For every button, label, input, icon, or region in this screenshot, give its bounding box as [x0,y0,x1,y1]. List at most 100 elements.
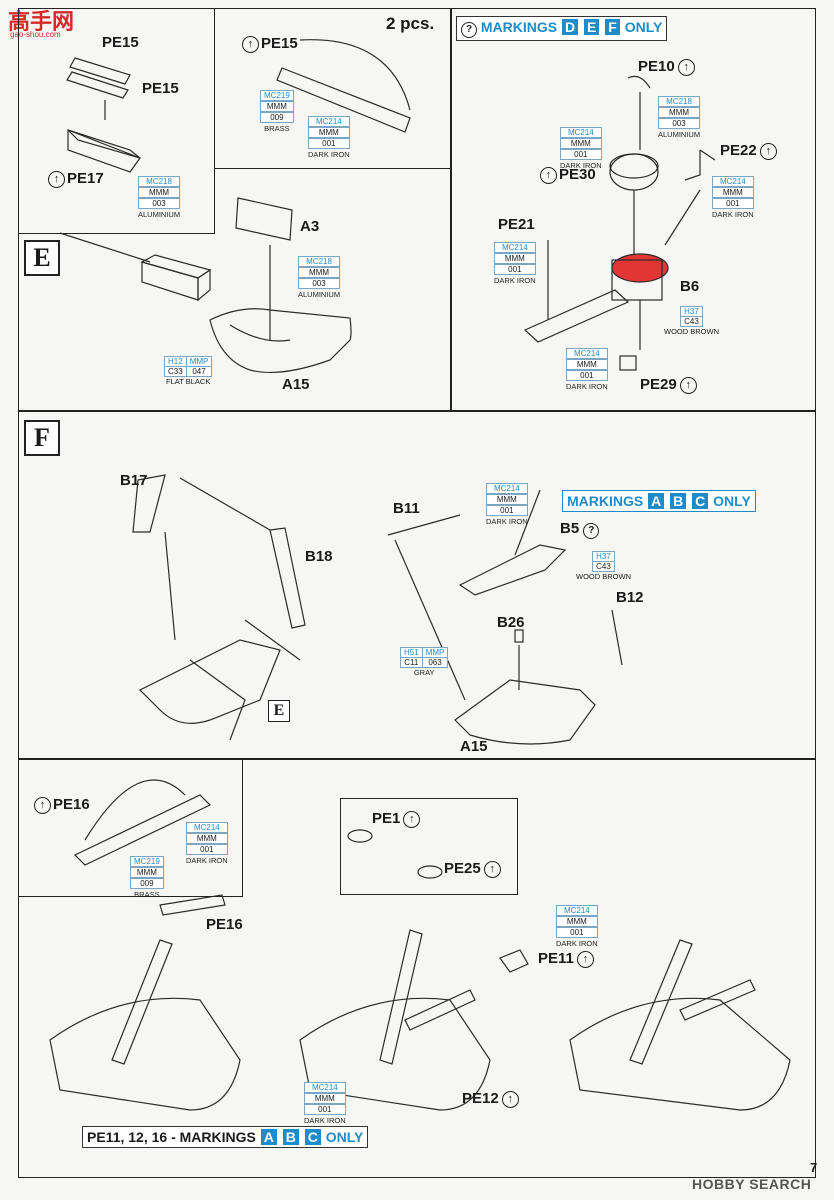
watermark-url: gao-shou.com [10,30,61,39]
fold-arrow-icon: ↑ [48,171,65,188]
marking-chip-f: F [605,19,620,35]
paint-mc214-pe22: MC214 MMM 001 DARK IRON [712,176,754,219]
label-pe17: ↑PE17 [48,170,104,188]
pe11-part [499,949,529,973]
markings-abc-bottom-badge: PE11, 12, 16 - MARKINGS A B C ONLY [82,1126,369,1148]
label-b11: B11 [393,500,420,517]
pe15-inset [18,8,215,234]
a3-part [235,197,293,241]
marking-chip-c: C [304,1129,321,1145]
e-block [140,254,212,302]
paint-mc214-pe16: MC214 MMM 001 DARK IRON [186,822,228,865]
b6-gun [523,253,669,350]
fold-arrow-icon: ↑ [501,1091,519,1108]
pe15-inset-2 [214,8,450,169]
pe15-strip-large [276,39,411,133]
hobby-search-brand: HOBBY SEARCH [692,1176,812,1192]
label-pe15-a: PE15 [102,34,139,51]
label-pe30: ↑PE30 [540,166,596,184]
label-pe16-b: PE16 [206,916,243,933]
paint-mc218-pe10: MC218 MMM 003 ALUMINIUM [658,96,701,139]
paint-mc219-pe16: MC219 MMM 009 BRASS [130,856,164,899]
question-icon: ? [461,22,477,38]
paint-mc214-pe21: MC214 MMM 001 DARK IRON [494,242,536,285]
step-f-box: F [24,420,60,456]
paint-mc219-brass-top: MC219 MMM 009 BRASS [260,90,294,133]
fold-arrow-icon: ↑ [576,951,594,968]
label-pe10: PE10↑ [638,58,695,76]
label-pe25: PE25↑ [444,860,501,878]
label-b5: B5 ? [560,520,600,539]
label-b6: B6 [680,278,700,295]
question-icon: ? [583,523,600,539]
label-a3: A3 [300,218,320,235]
label-pe21: PE21 [498,216,535,233]
label-pe29: PE29↑ [640,376,697,394]
markings-def-lead: MARKINGS [480,19,558,35]
fold-arrow-icon: ↑ [483,861,501,878]
label-pe15-c: ↑PE15 [242,35,298,53]
paint-mc214-pe12: MC214 MMM 001 DARK IRON [304,1082,346,1125]
fold-arrow-icon: ↑ [540,167,557,184]
b17-part [132,474,166,533]
paint-mc218-pe17: MC218 MMM 003 ALUMINIUM [138,176,181,219]
panel-divider-mid [18,410,816,412]
label-b12: B12 [616,589,644,606]
label-b18: B18 [305,548,333,565]
fold-arrow-icon: ↑ [403,811,421,828]
bottom-view-left [49,939,241,1111]
label-b17: B17 [120,472,148,489]
b12-part [611,609,623,666]
b26-part [514,629,524,643]
label-a15-mid: A15 [460,738,488,755]
marking-chip-c: C [692,493,709,509]
fold-arrow-icon: ↑ [34,797,51,814]
b11-part [387,514,461,536]
qty-note: 2 pcs. [386,14,435,33]
paint-mc214-pe30: MC214 MMM 001 DARK IRON [560,127,602,170]
marking-chip-b: B [282,1129,299,1145]
b5-part [458,544,567,596]
label-pe1: PE1↑ [372,810,421,828]
paint-mc214-b11: MC214 MMM 001 DARK IRON [486,483,528,526]
pe15-strip-top [66,57,131,99]
watermark-logo: 高手网 [8,9,75,34]
step-e-box: E [24,240,60,276]
a15-mid-part [454,679,596,745]
fold-arrow-icon: ↑ [677,59,695,76]
markings-def-tail: ONLY [624,19,663,35]
label-pe12: PE12↑ [462,1090,519,1108]
page-border [18,8,816,1178]
pe16-inset [18,758,243,897]
marking-chip-e: E [584,19,600,35]
f-left-assembly [138,639,281,741]
pe22-bracket [684,149,716,181]
e-reference-box: E [268,700,290,722]
paint-mc214-b6: MC214 MMM 001 DARK IRON [566,348,608,391]
markings-abc-badge: MARKINGS A B C ONLY [562,490,756,512]
label-b26: B26 [497,614,525,631]
marking-chip-a: A [260,1129,277,1145]
label-a15-top: A15 [282,376,310,393]
label-pe16-a: ↑PE16 [34,796,90,814]
paint-mc214-pe11: MC214 MMM 001 DARK IRON [556,905,598,948]
pe29-part [619,355,637,371]
pe30-gear [609,153,659,191]
paint-mc214-top: MC214 MMM 001 DARK IRON [308,116,350,159]
b18-part [269,527,306,629]
fold-arrow-icon: ↑ [679,377,697,394]
marking-chip-d: D [562,19,579,35]
marking-chip-b: B [670,493,687,509]
pe1-inset [340,798,518,895]
pe17-tray [67,129,141,173]
pe10-part [627,75,651,89]
marking-chip-a: A [648,493,665,509]
markings-def-badge: ? MARKINGS D E F ONLY [456,16,668,41]
paint-mc218-a3: MC218 MMM 003 ALUMINIUM [298,256,341,299]
a15-top-part [209,308,352,374]
bottom-view-center [299,929,491,1111]
